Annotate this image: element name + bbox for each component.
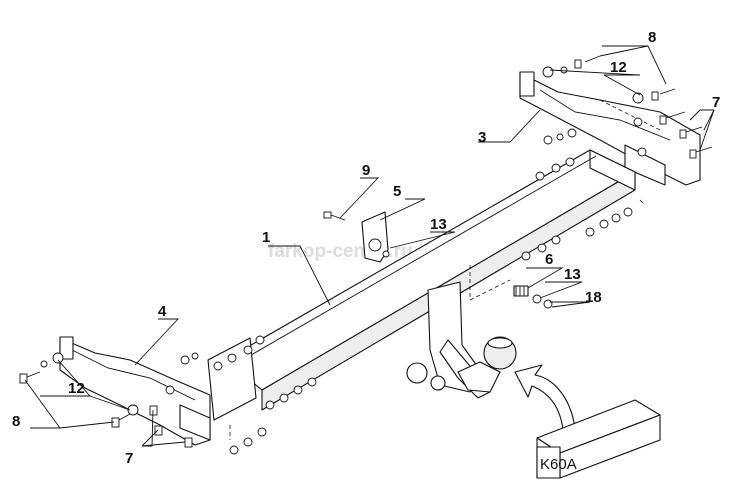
callout-8-left: 8: [12, 413, 20, 430]
callout-13-bottom: 13: [564, 266, 581, 283]
kit-arrow: [514, 364, 576, 431]
hardware-right-top: [542, 55, 676, 104]
callout-3: 3: [478, 129, 486, 146]
hardware-beam-right: [521, 128, 633, 261]
callout-8-right: 8: [648, 29, 656, 46]
kit-box: K60A: [536, 399, 661, 479]
watermark-text: farkop-center.ru: [268, 241, 413, 262]
callout-4: 4: [158, 303, 167, 320]
hardware-left: [19, 352, 199, 448]
callout-1: 1: [262, 229, 270, 246]
callout-13-top: 13: [430, 216, 447, 233]
tow-ball: [483, 336, 517, 370]
hardware-beam-left: [213, 335, 317, 455]
callout-5: 5: [393, 183, 401, 200]
right-mounting-bracket: [519, 71, 701, 186]
callout-12-right: 12: [610, 59, 627, 76]
hardware-socket: [323, 211, 390, 258]
beam-end-plate-left: [207, 337, 257, 421]
callout-leaders: [24, 45, 715, 447]
callout-7-right: 7: [712, 94, 720, 111]
callout-numbers: 1 3 4 5 6 7 7 8 8 9 12 12 13 13 18: [12, 29, 720, 467]
callout-6: 6: [545, 251, 553, 268]
left-mounting-bracket: [59, 336, 211, 446]
callout-9: 9: [362, 162, 370, 179]
callout-18: 18: [585, 289, 602, 306]
alignment-lines: [229, 99, 661, 440]
callout-12-left: 12: [68, 380, 85, 397]
callout-7-left: 7: [125, 450, 133, 467]
kit-code-label: K60A: [540, 456, 577, 473]
tow-neck: [406, 281, 501, 399]
hardware-neck: [513, 285, 553, 309]
hardware-right-side: [633, 111, 713, 159]
